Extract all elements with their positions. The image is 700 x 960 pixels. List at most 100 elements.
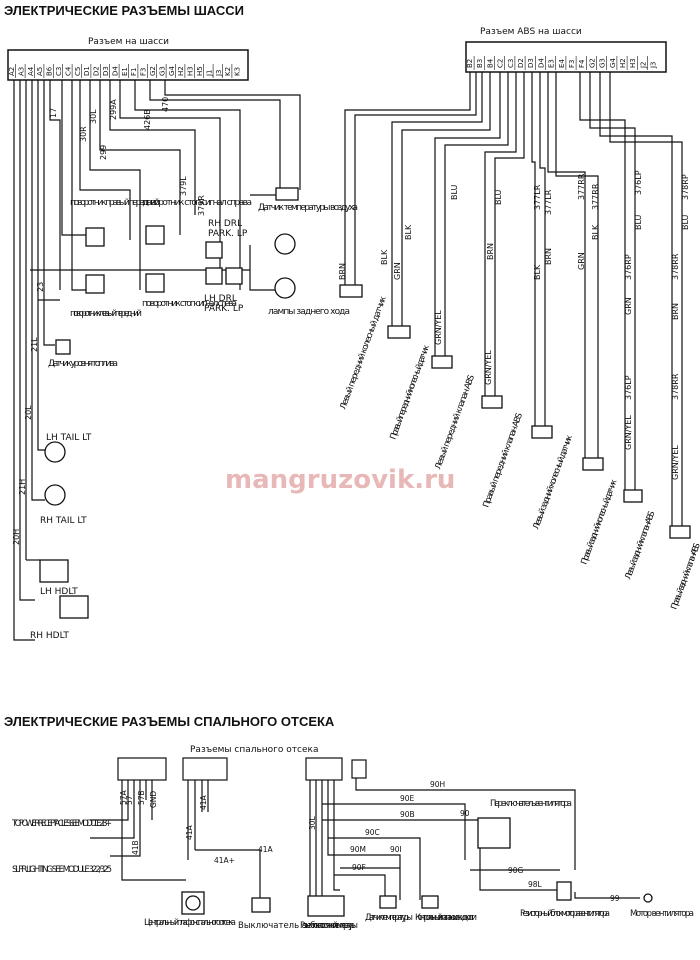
sleeper-wire: 90I [390, 845, 402, 854]
abs-terminal-rr-valve [669, 525, 691, 539]
abs-terminal-lf-valve [431, 355, 453, 369]
wire-label-470: 470 [161, 97, 170, 112]
abs-pin: B4 [486, 58, 494, 68]
abs-device-rf-sensor: Правый передний колесный датчик [388, 344, 432, 441]
sleeper-wire: 90 [460, 809, 470, 818]
turn-rf-lamp [85, 227, 105, 247]
abs-terminal-lf-sensor [339, 284, 363, 298]
abs-pin: G4 [609, 58, 617, 68]
abs-pin: H2 [619, 58, 627, 68]
sleeper-wire: 90F [352, 863, 366, 872]
chassis-pin: C4 [64, 66, 72, 76]
wire-label-20l: 20L [24, 405, 33, 420]
abs-wire-label: BLU [681, 214, 690, 230]
abs-pin: G2 [588, 58, 596, 68]
chassis-pin: A4 [27, 66, 35, 76]
chassis-pin: F3 [140, 68, 148, 76]
sleeper-wire: 90G [508, 866, 524, 875]
sleeper-wire: 90B [400, 810, 415, 819]
abs-wire-label: BRN [671, 303, 680, 320]
switch-label: Выключатель [238, 921, 299, 931]
abs-pin: D2 [517, 58, 525, 68]
abs-wire-label: 378RR [671, 253, 680, 280]
lighting-note: SLPR LIGHTING SEE MODULE 322/325 [12, 865, 112, 875]
abs-wire-label: 378RR [671, 373, 680, 400]
abs-wire-label: BLU [634, 214, 643, 230]
chassis-pin: G2 [149, 66, 157, 76]
abs-wire-label: 377RR [577, 173, 586, 200]
sleeper-connector-1 [117, 757, 167, 781]
chassis-pin: K2 [224, 67, 232, 76]
fan-motor-label: Мотор вентилятора [630, 909, 694, 919]
turn-lf-lamp [85, 274, 105, 294]
reverse-lamps-label: лампы заднего хода [268, 307, 350, 317]
sleeper-wire: 57B [137, 790, 146, 805]
lh-hdlt-label: LH HDLT [40, 587, 78, 597]
abs-device-lr-valve: Левый задний клапан ABS [623, 510, 657, 581]
chassis-pin: G4 [168, 66, 176, 76]
chassis-components [39, 187, 299, 619]
park-lp-label-2: PARK. LP [204, 304, 244, 314]
lh-tail-lamp [44, 441, 66, 463]
wire-label-299a: 299A [109, 99, 118, 120]
sleeper-connector-3 [305, 757, 343, 781]
abs-wire-label: GRN [577, 252, 586, 270]
dome-light-label: Центральный плафон спального отсека [144, 918, 236, 928]
abs-wire-label: BLK [404, 224, 413, 240]
sleeper-wire: 41A [199, 794, 208, 810]
abs-terminal-lr-valve [623, 489, 643, 503]
chassis-pin: A5 [36, 67, 44, 76]
rh-hdlt-lamp [59, 595, 89, 619]
switch [251, 897, 271, 913]
abs-wire-label: BRN [338, 263, 347, 280]
sleeper-wire: 90E [400, 794, 415, 803]
lh-drl-lamp-2 [225, 267, 243, 285]
sleeper-wire: 57A [119, 789, 128, 805]
abs-wire-labels: BRN BLK GRN BLK GRN/YEL BLU GRN/YEL BRN … [338, 170, 690, 480]
abs-device-rf-valve: Правый передний клапан ABS [481, 412, 525, 509]
sleeper-wire: GND [149, 791, 158, 808]
sleeper-wire: 41A [258, 845, 274, 854]
abs-pin: G3 [599, 58, 607, 68]
abs-pin: E4 [558, 59, 566, 68]
abs-wire-label: 377LR [544, 189, 553, 215]
abs-wire-label: BLK [380, 249, 389, 265]
resistor-block-label: Резисторный блок мотора вентилятора [520, 909, 610, 919]
wire-label-379l: 379L [179, 176, 188, 196]
abs-wire-label: GRN/YEL [624, 415, 633, 450]
abs-connector-label: Разъем ABS на шасси [480, 27, 582, 37]
chassis-pin: D1 [83, 66, 91, 76]
fuel-sensor-label: Датчик уровня топлива [48, 359, 118, 369]
sleeper-wire: 41B [131, 840, 140, 855]
rh-drl-lamp [205, 241, 223, 259]
wire-label-379r: 379R [197, 195, 206, 216]
chassis-pin: B6 [46, 66, 54, 76]
lh-drl-label: LH DRL [204, 294, 237, 304]
abs-wire-label: GRN [393, 262, 402, 280]
abs-pin: C3 [507, 59, 515, 68]
abs-wire-label: BLU [450, 184, 459, 200]
sleeper-labels: TO POWER RECEPTACLES SEE MODULE 28+ SLPR… [11, 799, 694, 931]
wire-label-299: 299 [99, 145, 108, 160]
chassis-pin: J3 [215, 69, 223, 77]
sleeper-wire: 90C [365, 828, 380, 837]
stop-lr-lamp [145, 273, 165, 293]
wire-label-21l: 21L [30, 337, 39, 352]
sleeper-wire-labels: 57A 41B 57 57B GND 41A 41A 41A+ 41A 90H … [119, 780, 620, 903]
sleeper-wire: 90H [430, 780, 445, 789]
wire-label-23: 23 [36, 282, 45, 292]
abs-wire-label: GRN/YEL [434, 310, 443, 345]
sleeper-wire: 90M [350, 845, 366, 854]
chassis-pin: D3 [102, 66, 110, 76]
sleeper-components [181, 817, 653, 917]
sleeper-wire: 57 [125, 795, 134, 805]
chassis-pin: H5 [196, 66, 204, 76]
abs-terminal-rf-valve [481, 395, 503, 409]
abs-pin: C2 [497, 59, 505, 68]
dome-light-bulb [185, 895, 201, 911]
chassis-component-labels: поворотник правый передний поворотник ст… [30, 198, 358, 641]
stop-lr-label: поворотник стоп-сигнал слева [142, 299, 237, 309]
air-temp-label: Датчик температуры воздуха [258, 203, 358, 213]
